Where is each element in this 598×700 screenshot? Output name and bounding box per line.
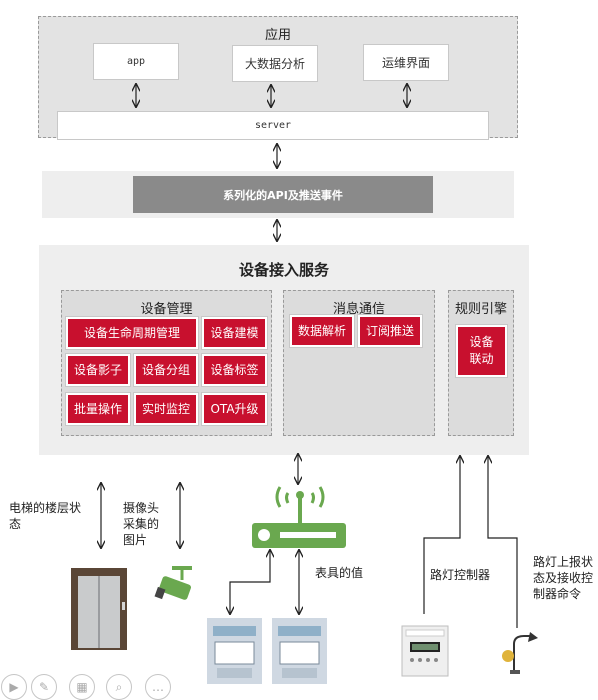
streetlight-report-label: 路灯上报状态及接收控制器命令: [533, 555, 594, 601]
application-layer-title: 应用: [264, 28, 291, 43]
realtime-monitoring-button[interactable]: 实时监控: [134, 393, 198, 425]
toolbar-more-icon[interactable]: …: [145, 674, 171, 700]
timer-controller-icon: [401, 625, 449, 677]
camera-label: 摄像头采集的图片: [123, 501, 160, 547]
meter-icon: [207, 618, 262, 684]
ota-upgrade-button[interactable]: OTA升级: [202, 393, 267, 425]
device-shadow-button[interactable]: 设备影子: [66, 354, 130, 386]
data-parsing-button[interactable]: 数据解析: [290, 315, 354, 347]
device-tags-button[interactable]: 设备标签: [202, 354, 267, 386]
device-lifecycle-button[interactable]: 设备生命周期管理: [66, 317, 198, 349]
messaging-section: [283, 290, 435, 436]
arrow-router-meter1: [230, 550, 270, 614]
elevator-icon: [71, 568, 127, 650]
router-icon: [252, 486, 346, 548]
meter-icon: [272, 618, 327, 684]
arrow-streetlight-control: [423, 456, 460, 614]
device-modeling-button[interactable]: 设备建模: [202, 317, 267, 349]
elevator-label: 电梯的楼层状态: [9, 501, 82, 531]
server-box: server: [57, 111, 489, 140]
app-box: app: [93, 43, 179, 80]
batch-operation-button[interactable]: 批量操作: [66, 393, 130, 425]
toolbar-grid-icon[interactable]: ▦: [69, 674, 95, 700]
ops-ui-box: 运维界面: [363, 44, 449, 81]
streetlight-icon: [490, 630, 546, 676]
subscribe-push-button[interactable]: 订阅推送: [358, 315, 422, 347]
device-access-service-title: 设备接入服务: [238, 261, 329, 279]
toolbar-play-icon[interactable]: ▶: [1, 674, 27, 700]
rule-engine-title: 规则引擎: [454, 302, 507, 317]
device-grouping-button[interactable]: 设备分组: [134, 354, 198, 386]
meter-label: 表具的值: [315, 566, 364, 580]
device-management-title: 设备管理: [140, 302, 193, 317]
streetlight-control-label: 路灯控制器: [430, 568, 491, 582]
toolbar-zoom-icon[interactable]: ⌕: [106, 674, 132, 700]
arrow-streetlight-report: [488, 456, 518, 628]
api-bar: 系列化的API及推送事件: [133, 176, 433, 213]
toolbar-pen-icon[interactable]: ✎: [31, 674, 57, 700]
messaging-title: 消息通信: [332, 302, 385, 317]
camera-icon: [154, 566, 192, 600]
big-data-analysis-box: 大数据分析: [232, 45, 318, 82]
device-linkage-button[interactable]: 设备联动: [456, 325, 507, 377]
